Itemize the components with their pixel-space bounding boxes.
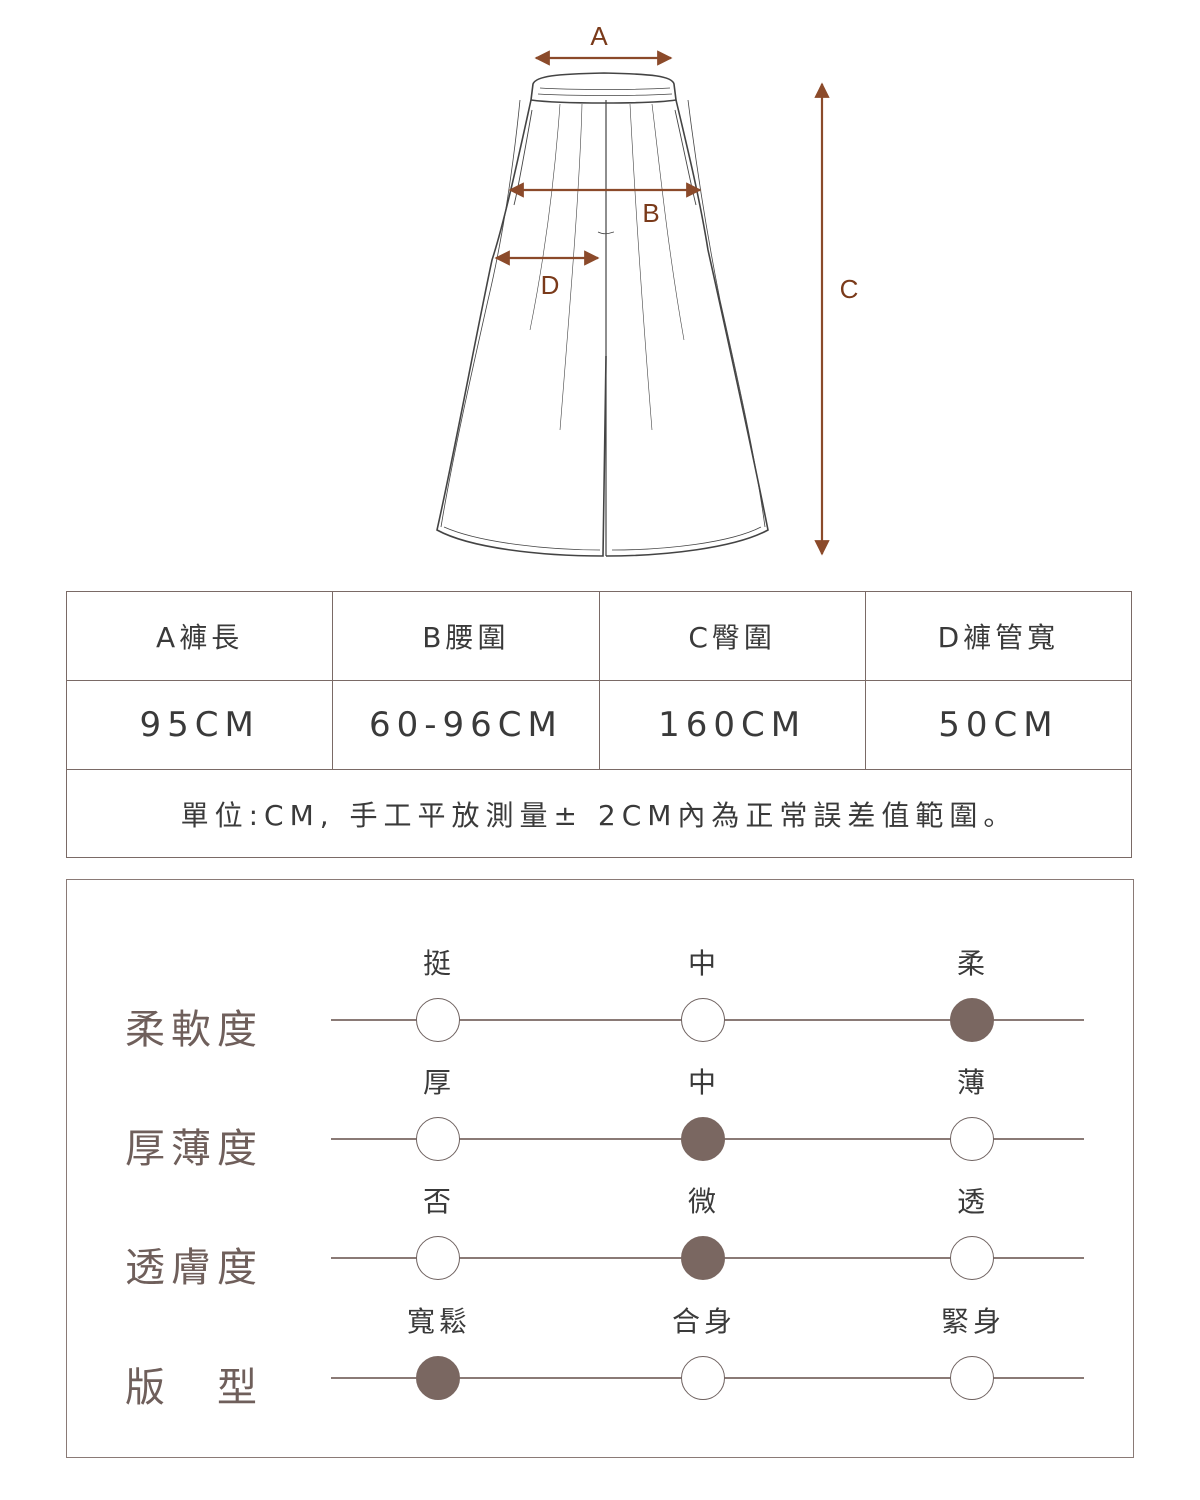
- header-leg-width: D褲管寬: [937, 621, 1060, 654]
- fabric-property-option: 中: [644, 942, 764, 1042]
- value-length: 95CM: [67, 681, 334, 769]
- pants-sketch: [436, 72, 769, 557]
- fabric-property-option: 寬鬆: [379, 1300, 499, 1400]
- fabric-property-option-label: 否: [422, 1185, 455, 1218]
- selected-indicator-dot: [950, 998, 994, 1042]
- fabric-property-row: 柔軟度 挺 中 柔: [67, 942, 1133, 1062]
- size-table-value-row: 95CM 60-96CM 160CM 50CM: [67, 681, 1131, 770]
- fabric-property-option: 中: [644, 1061, 764, 1161]
- fabric-property-option-label: 薄: [956, 1066, 989, 1099]
- value-leg-width: 50CM: [938, 705, 1059, 745]
- fabric-property-option: 挺: [379, 942, 499, 1042]
- fabric-property-option-label: 挺: [422, 947, 455, 980]
- fabric-property-option: 厚: [379, 1061, 499, 1161]
- fabric-property-option: 緊身: [913, 1300, 1033, 1400]
- fabric-property-option: 否: [379, 1180, 499, 1280]
- fabric-property-label: 透膚度: [125, 1245, 263, 1291]
- measure-a-label: A: [590, 21, 608, 51]
- fabric-property-option: 柔: [913, 942, 1033, 1042]
- measure-c-label: C: [840, 274, 859, 304]
- selected-indicator-dot: [681, 1236, 725, 1280]
- fabric-property-label: 版 型: [125, 1365, 263, 1411]
- fabric-property-option: 薄: [913, 1061, 1033, 1161]
- unselected-indicator-dot: [950, 1117, 994, 1161]
- measure-b-label: B: [642, 198, 659, 228]
- header-length: A褲長: [67, 592, 334, 680]
- value-hip: 160CM: [600, 681, 866, 769]
- size-table-note-row: 單位:CM, 手工平放測量± 2CM內為正常誤差值範圍。: [67, 770, 1131, 857]
- size-table-header-row: A褲長 B腰圍 C臀圍 D褲管寬: [67, 592, 1131, 681]
- unselected-indicator-dot: [416, 998, 460, 1042]
- fabric-property-row: 厚薄度 厚 中 薄: [67, 1061, 1133, 1181]
- fabric-property-option-label: 中: [687, 1066, 720, 1099]
- value-waist: 60-96CM: [333, 681, 600, 769]
- unselected-indicator-dot: [681, 1356, 725, 1400]
- fabric-properties-panel: 柔軟度挺中柔厚薄度厚中薄透膚度否微透版 型寬鬆合身緊身: [66, 879, 1134, 1458]
- measure-d-label: D: [541, 270, 560, 300]
- measurement-note: 單位:CM, 手工平放測量± 2CM內為正常誤差值範圍。: [180, 798, 1018, 832]
- fabric-property-option: 微: [644, 1180, 764, 1280]
- unselected-indicator-dot: [950, 1236, 994, 1280]
- fabric-property-option-label: 厚: [422, 1066, 455, 1099]
- fabric-property-option-label: 柔: [956, 947, 989, 980]
- fabric-property-label: 厚薄度: [125, 1126, 263, 1172]
- selected-indicator-dot: [681, 1117, 725, 1161]
- fabric-property-option: 合身: [644, 1300, 764, 1400]
- fabric-property-option-label: 合身: [671, 1305, 736, 1338]
- unselected-indicator-dot: [950, 1356, 994, 1400]
- fabric-property-option-label: 中: [687, 947, 720, 980]
- fabric-property-label: 柔軟度: [125, 1007, 263, 1053]
- fabric-property-option-label: 透: [956, 1185, 989, 1218]
- fabric-property-option: 透: [913, 1180, 1033, 1280]
- unselected-indicator-dot: [416, 1117, 460, 1161]
- unselected-indicator-dot: [416, 1236, 460, 1280]
- header-waist: B腰圍: [333, 592, 600, 680]
- fabric-property-row: 版 型 寬鬆 合身 緊身: [67, 1300, 1133, 1420]
- header-hip: C臀圍: [600, 592, 866, 680]
- unselected-indicator-dot: [681, 998, 725, 1042]
- size-table: A褲長 B腰圍 C臀圍 D褲管寬 95CM 60-96CM 160CM 50CM…: [66, 591, 1132, 858]
- fabric-property-row: 透膚度 否 微 透: [67, 1180, 1133, 1300]
- pants-measurement-diagram: A B D C: [436, 21, 859, 557]
- selected-indicator-dot: [416, 1356, 460, 1400]
- fabric-property-option-label: 微: [687, 1185, 720, 1218]
- fabric-property-option-label: 寬鬆: [406, 1305, 471, 1338]
- fabric-property-option-label: 緊身: [940, 1305, 1005, 1338]
